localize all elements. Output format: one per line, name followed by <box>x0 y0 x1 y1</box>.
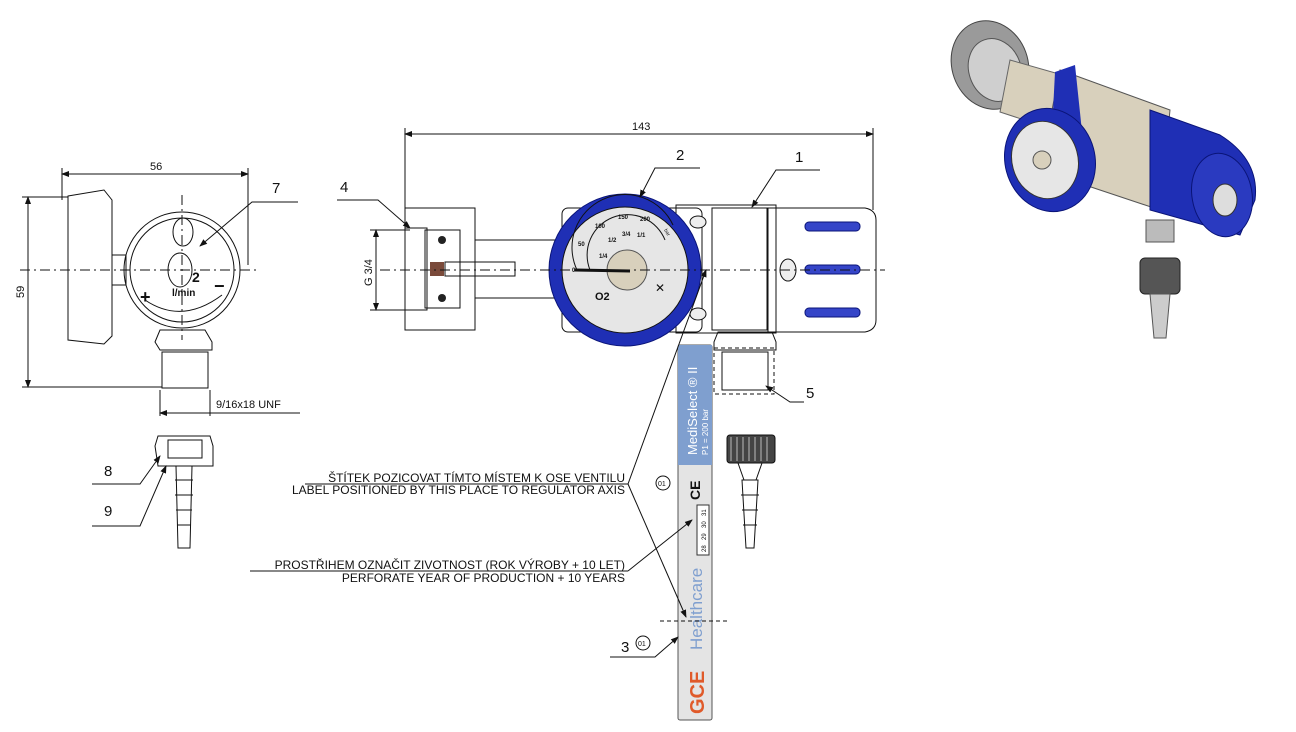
flow-value: 2 <box>192 269 200 285</box>
label-year-28: 28 <box>702 545 708 552</box>
label-pressure: P1 = 200 bar <box>701 409 710 455</box>
label-year-31: 31 <box>702 509 708 516</box>
callout-3: 3 <box>621 639 629 656</box>
note-perforate-en: PERFORATE YEAR OF PRODUCTION + 10 YEARS <box>342 571 625 585</box>
gauge-frac-1-4: 1/4 <box>599 254 608 260</box>
gauge-frac-1-1: 1/1 <box>637 233 646 239</box>
callout-5: 5 <box>806 385 814 402</box>
gauge-tick-0: 0 <box>572 268 576 274</box>
gauge-unit: bar <box>662 228 671 238</box>
hose-nut <box>726 434 776 464</box>
gce-logo: GCE <box>687 671 709 714</box>
side-view: 2 l/min + − 56 59 9/16x18 UNF 7 <box>15 161 300 416</box>
flow-knob <box>767 207 877 333</box>
callout-9: 9 <box>104 503 112 520</box>
gauge-tick-50: 50 <box>578 242 585 248</box>
disposal-icon: ✕ <box>655 281 665 295</box>
product-label: MediSelect ® II P1 = 200 bar CE 28 29 30… <box>677 344 713 721</box>
callout-7: 7 <box>272 180 280 197</box>
note-perforate-cz: PROSTŘIHEM OZNAČIT ZIVOTNOST (ROK VÝROBY… <box>275 557 625 572</box>
note-label-en: LABEL POSITIONED BY THIS PLACE TO REGULA… <box>292 483 625 497</box>
callout-1: 1 <box>795 149 803 166</box>
gauge-frac-1-2: 1/2 <box>608 238 617 244</box>
front-view: 0 50 100 150 200 1/4 1/2 3/4 1/1 bar O2 … <box>250 121 885 721</box>
gauge-tick-150: 150 <box>618 215 629 221</box>
gauge-frac-3-4: 3/4 <box>622 232 631 238</box>
label-ce-mark: CE <box>687 481 703 500</box>
hose-fitting-section: 8 9 <box>92 435 214 549</box>
callout-4: 4 <box>340 179 348 196</box>
gauge-gas: O2 <box>595 291 610 303</box>
revision-mark-3: 01 <box>638 641 646 648</box>
knob-side <box>67 189 113 345</box>
outlet-thread <box>161 351 209 389</box>
gauge-tick-100: 100 <box>595 224 606 230</box>
label-brand-sub: Healthcare <box>687 568 706 650</box>
label-year-29: 29 <box>702 533 708 540</box>
minus-sign: − <box>214 276 225 296</box>
label-product-name: MediSelect ® II <box>685 367 700 455</box>
callout-2: 2 <box>676 147 684 164</box>
callout-8: 8 <box>104 463 112 480</box>
dim-width: 56 <box>150 161 162 173</box>
dim-overall-length: 143 <box>632 121 650 133</box>
note-label-cz: ŠTÍTEK POZICOVAT TÍMTO MÍSTEM K OSE VENT… <box>328 470 625 485</box>
dim-outlet-thread: 9/16x18 UNF <box>216 399 281 411</box>
isometric-view <box>950 20 1257 339</box>
gauge-tick-200: 200 <box>640 217 651 223</box>
dim-height: 59 <box>15 286 27 298</box>
flow-unit: l/min <box>172 288 195 299</box>
plus-sign: + <box>140 287 151 307</box>
label-year-30: 30 <box>702 521 708 528</box>
revision-mark-note: 01 <box>658 481 666 488</box>
dim-inlet-thread: G 3/4 <box>363 259 375 286</box>
